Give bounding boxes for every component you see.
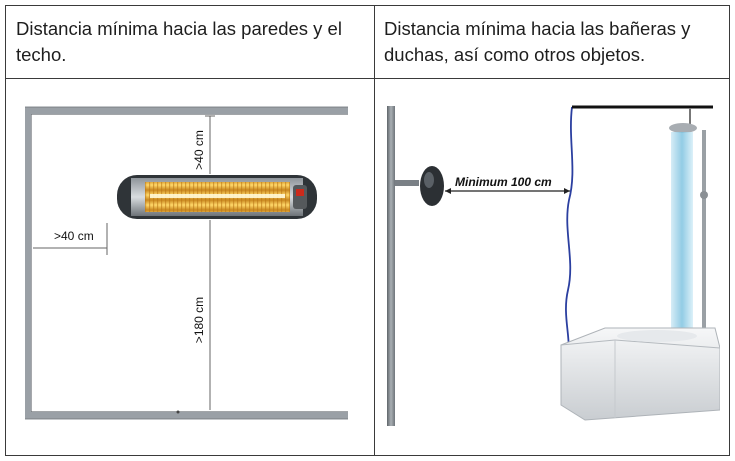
header-walls-ceiling: Distancia mínima hacia las paredes y el …	[16, 18, 342, 65]
column-divider	[374, 6, 375, 455]
label-top-distance: >40 cm	[192, 130, 206, 170]
room-walls	[25, 106, 348, 420]
instruction-table: Distancia mínima hacia las paredes y el …	[5, 5, 730, 456]
label-min-distance: Minimum 100 cm	[455, 175, 552, 189]
bath-clearance-diagram: Minimum 100 cm	[387, 105, 720, 426]
row-divider	[6, 78, 729, 79]
shower-curtain-line	[564, 106, 574, 366]
shower-icon	[669, 108, 708, 347]
bathtub-icon	[560, 327, 720, 421]
wall-clearance-diagram: >40 cm >40 cm >180 cm	[25, 102, 348, 423]
label-side-distance: >40 cm	[54, 229, 94, 243]
label-floor-distance: >180 cm	[192, 297, 206, 343]
heater-icon	[117, 175, 317, 219]
wall-icon	[387, 106, 395, 426]
header-baths-showers: Distancia mínima hacia las bañeras y duc…	[384, 18, 691, 65]
wall-outline	[27, 102, 348, 423]
